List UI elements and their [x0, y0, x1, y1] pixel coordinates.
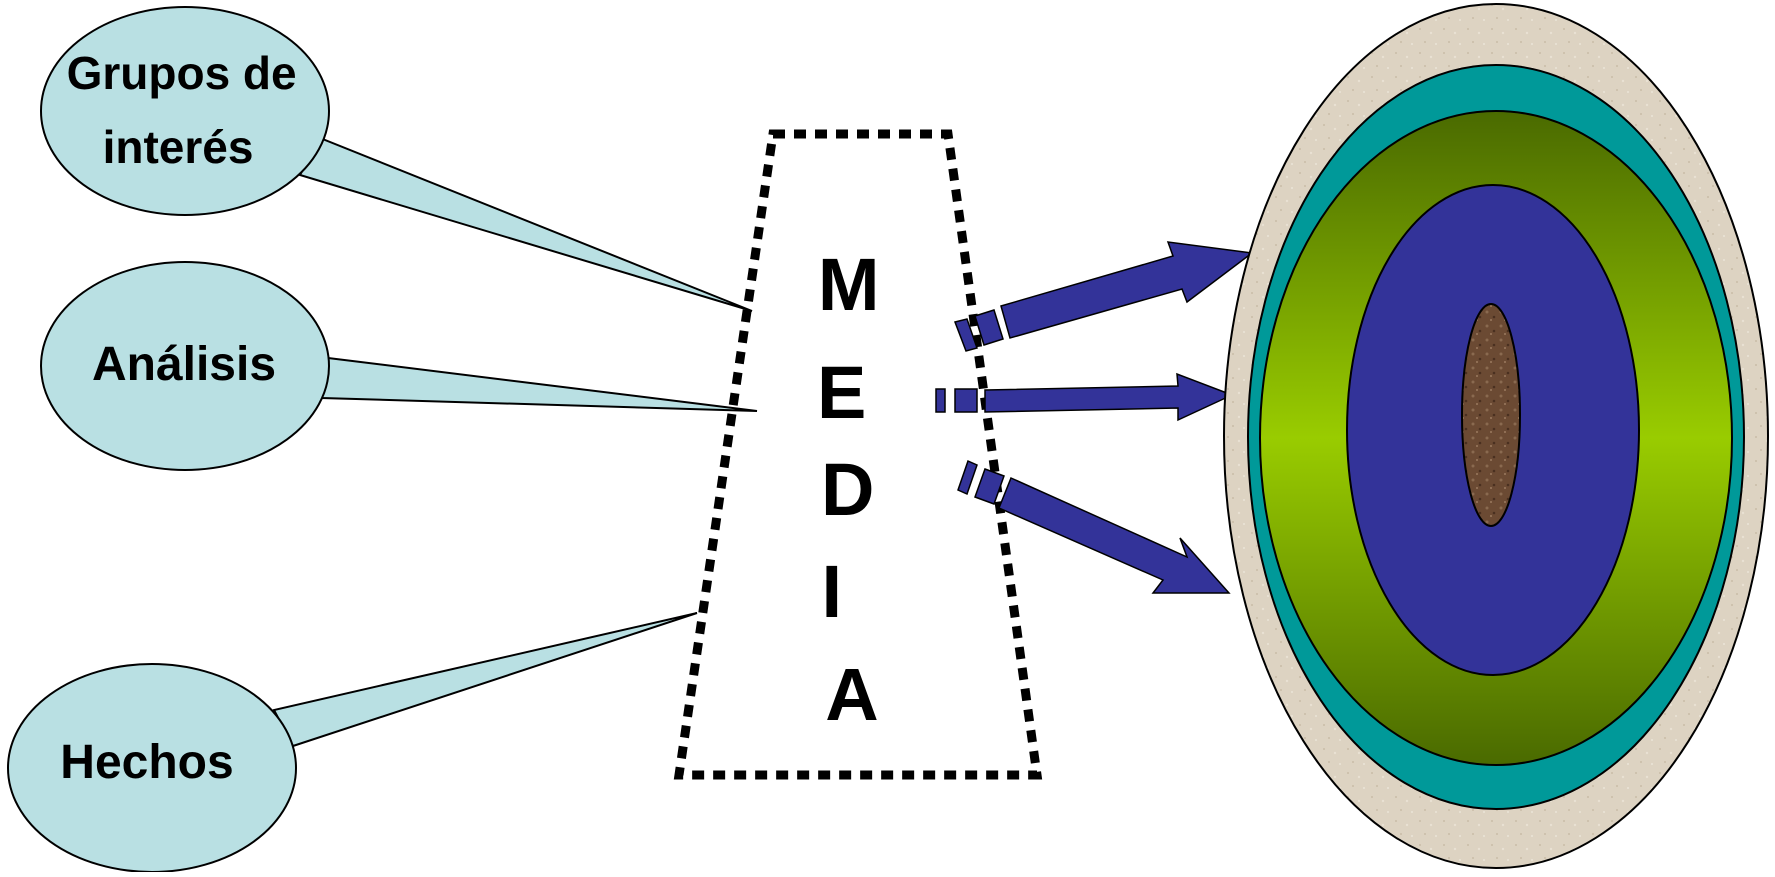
- callout-tail: [298, 136, 753, 312]
- bubble-label-line: interés: [103, 121, 254, 173]
- svg-text:Hechos: Hechos: [60, 736, 233, 789]
- arrow-middle: [935, 372, 1234, 422]
- bubble-label-line: Análisis: [92, 338, 276, 391]
- arrow-body: [998, 476, 1231, 594]
- callout-hechos: Hechos: [7, 612, 698, 873]
- arrow-dash: [953, 318, 978, 352]
- callout-analisis: Análisis: [40, 261, 758, 471]
- arrow-body: [984, 372, 1234, 422]
- callout-grupos-de-interes: Grupos de interés: [40, 6, 753, 312]
- media-letter: I: [821, 550, 842, 633]
- media-trapezoid: [673, 129, 1043, 780]
- svg-text:Análisis: Análisis: [92, 338, 276, 391]
- bubble-label-line: Hechos: [60, 736, 233, 789]
- media-frame: M E D I A: [673, 129, 1043, 780]
- media-letter: A: [825, 653, 878, 736]
- arrow-body: [1000, 241, 1254, 339]
- target-rings: [1223, 3, 1769, 869]
- arrow-dash: [954, 388, 978, 413]
- callout-bubble: [40, 6, 330, 216]
- svg-text:Grupos de interés: Grupos de interés: [67, 47, 310, 173]
- arrow-dash: [957, 459, 978, 496]
- media-letter: D: [821, 448, 874, 531]
- arrow-lower: [957, 459, 1231, 594]
- callout-bubble: [40, 261, 330, 471]
- bubble-label-line: Grupos de: [67, 47, 297, 99]
- arrow-dash: [974, 309, 1004, 346]
- target-center: [1461, 303, 1521, 527]
- arrow-upper: [953, 241, 1254, 352]
- arrow-dash: [935, 388, 946, 413]
- media-letter: M: [818, 243, 880, 326]
- callout-tail: [272, 612, 698, 748]
- svg-text:M E D I: M E D I A: [817, 243, 900, 736]
- media-letter: E: [817, 351, 866, 434]
- arrow-dash: [974, 468, 1005, 505]
- callout-tail: [320, 356, 758, 412]
